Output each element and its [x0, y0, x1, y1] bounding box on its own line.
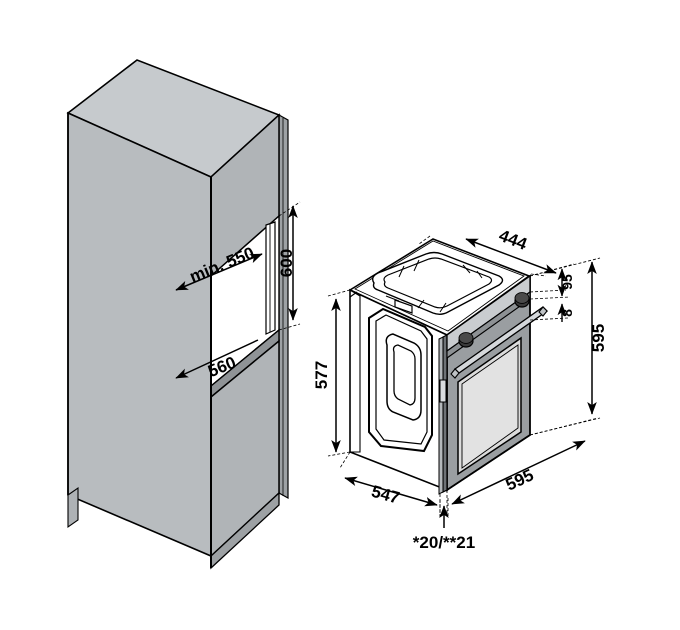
dimension-8: 8 [529, 289, 575, 322]
ext-line-8-top [529, 289, 567, 293]
dimension-label-20-21: *20/**21 [413, 533, 475, 552]
cabinet-right-outer-band [278, 113, 289, 500]
ext-line-595h-top [529, 257, 601, 277]
ext-line-577-top [327, 289, 351, 297]
dimension-label-8: 8 [559, 309, 575, 317]
oven-glass-window-inner [461, 344, 519, 469]
cabinet-plinth-notch [67, 486, 79, 529]
oven-hinge-tab-arm [385, 295, 400, 302]
oven-top-notch-a [398, 259, 420, 278]
dimension-label-95: 95 [559, 274, 575, 290]
oven-top-embossed-inner [383, 257, 493, 309]
dimension-line-595-width [451, 440, 586, 505]
oven-top-notch-c [417, 299, 447, 313]
oven-hinge-tab [394, 299, 413, 314]
dimension-line-547 [344, 476, 438, 507]
oven-handle-mount-right [538, 306, 548, 317]
oven-left-shoulder-chamfer [349, 291, 358, 298]
ext-line-95-bottom [529, 296, 571, 300]
oven-door-hinge-block [439, 379, 447, 403]
ext-line-444-a [418, 235, 431, 245]
dimension-label-577: 577 [312, 361, 331, 389]
cabinet-view [66, 59, 289, 570]
ext-line-444-b [530, 273, 547, 277]
dimension-20-21: *20/**21 [413, 498, 475, 552]
oven-knob-right-top [514, 292, 530, 304]
oven-door-thickness-band [442, 334, 448, 493]
ext-line-547-a [339, 451, 351, 469]
niche-right-wall-strip [265, 221, 276, 335]
oven-back-plate-inner [392, 344, 416, 406]
dimension-line-444 [465, 238, 557, 274]
oven-door-thickness-band-2 [438, 336, 444, 495]
cabinet-left-face [67, 111, 212, 558]
dimension-label-595-height: 595 [589, 324, 608, 352]
dimension-line-min-550 [175, 253, 263, 291]
oven-handle-mount-left [450, 368, 460, 379]
dimension-600: 600 [277, 201, 301, 331]
dimension-577: 577 [312, 289, 351, 457]
ext-line-600-bottom [278, 323, 301, 331]
oven-knob-left-top [458, 332, 474, 344]
ext-line-577-bottom [327, 451, 351, 457]
dimension-label-600: 600 [277, 249, 296, 277]
dimension-line-560 [175, 339, 259, 379]
ext-line-595w-a [529, 417, 599, 436]
